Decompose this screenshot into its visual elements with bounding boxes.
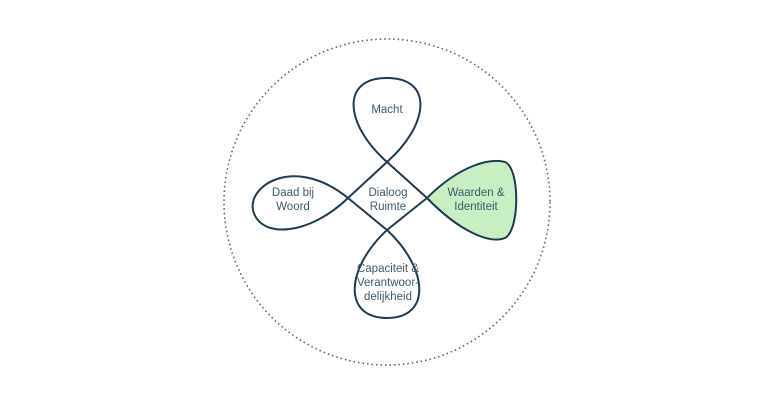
outer-dotted-ring <box>223 38 551 366</box>
lobe-right-label-line2: Identiteit <box>454 201 498 213</box>
clover-loop-outline <box>251 77 518 319</box>
center-label-line1: Dialoog <box>369 187 408 199</box>
lobe-right-label-line1: Waarden & <box>447 187 504 199</box>
lobe-bottom-label-line2: Verantwoor- <box>357 277 419 289</box>
lobe-top-label: Macht <box>371 104 403 116</box>
lobe-bottom-label-line1: Capaciteit & <box>357 263 419 275</box>
center-label-line2: Ruimte <box>370 201 406 213</box>
lobe-left-label-line1: Daad bij <box>272 187 314 199</box>
lobe-bottom-label-line3: delijkheid <box>364 291 412 303</box>
lobe-left-label-line2: Woord <box>276 201 310 213</box>
right-lobe-highlight <box>427 160 517 240</box>
